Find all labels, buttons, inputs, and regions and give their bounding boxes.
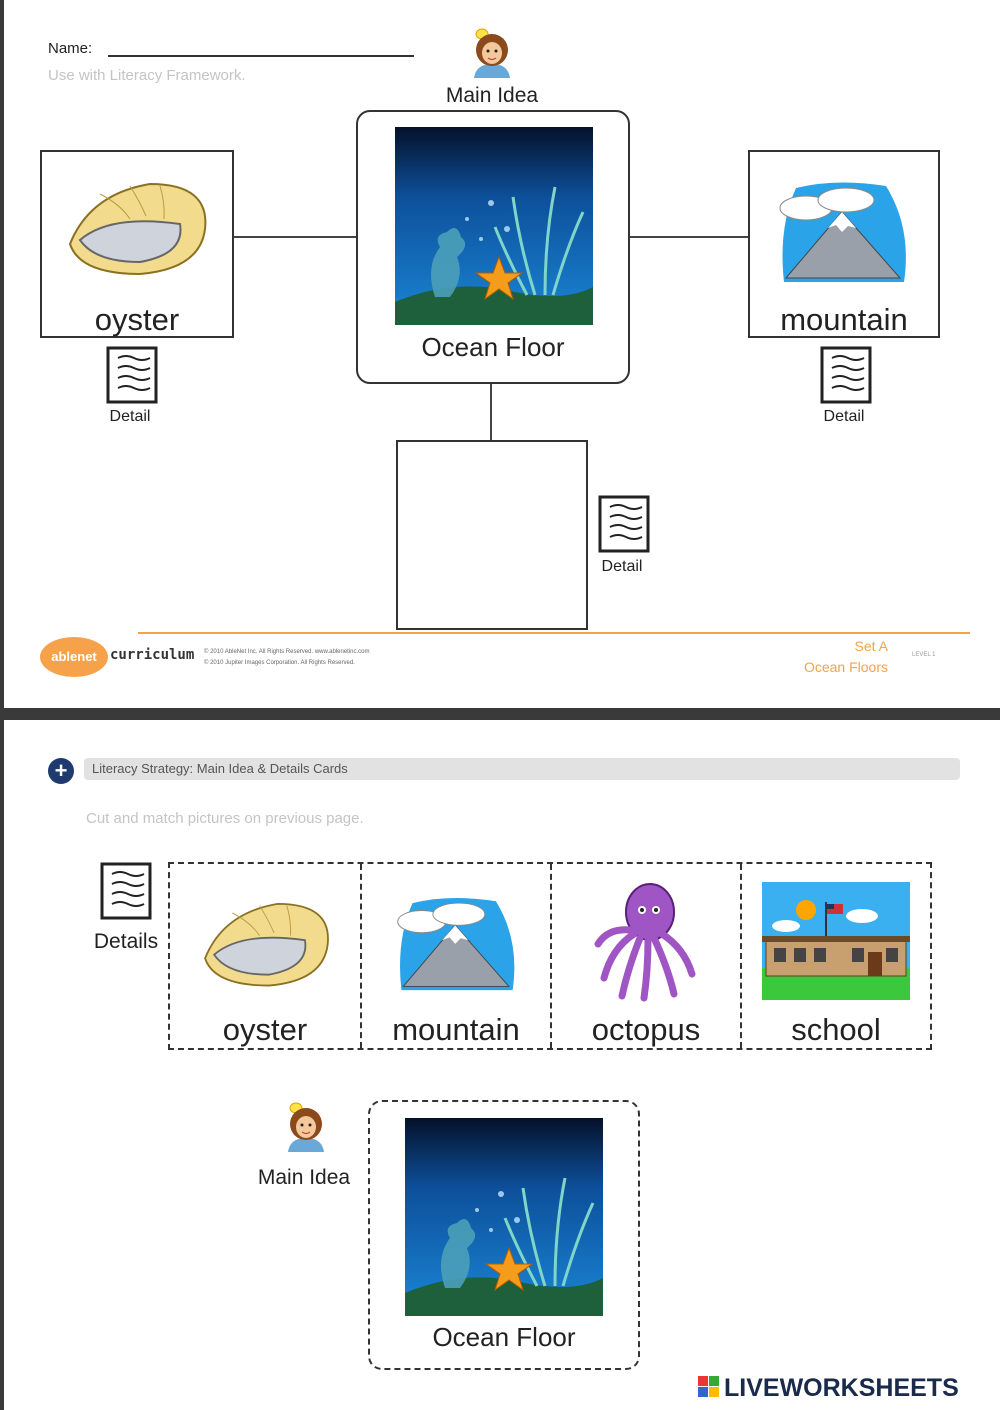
- main-idea-label-2: Main Idea: [257, 1166, 351, 1189]
- plus-circle-icon: +: [48, 758, 74, 784]
- liveworksheets-logo-icon: [698, 1376, 720, 1398]
- cutout-card-mountain[interactable]: mountain: [362, 864, 550, 1048]
- cutout-card-school[interactable]: school: [742, 864, 930, 1048]
- detail-label-bottom: Detail: [601, 558, 643, 575]
- oyster-picture: [196, 892, 334, 992]
- cutout-card-oyster[interactable]: oyster: [170, 864, 360, 1048]
- main-idea-girl-icon: [466, 26, 518, 86]
- cutout-label-mountain: mountain: [392, 1012, 520, 1047]
- subtitle: Use with Literacy Framework.: [48, 67, 246, 84]
- section-title: Literacy Strategy: Main Idea & Details C…: [92, 761, 348, 776]
- ocean-floor-picture: [404, 1118, 604, 1316]
- details-label: Details: [93, 930, 159, 953]
- school-picture: [762, 882, 910, 1000]
- set-label: Set A: [854, 638, 888, 654]
- cutout-main-idea-card[interactable]: Ocean Floor: [368, 1100, 640, 1370]
- level-label: LEVEL 1: [912, 652, 936, 658]
- cut-line: [360, 864, 362, 1048]
- main-idea-label: Main Idea: [445, 84, 539, 107]
- cut-line: [550, 864, 552, 1048]
- ablenet-logo: ablenet: [40, 637, 108, 677]
- octopus-picture: [592, 878, 702, 1004]
- copyright-line-2: © 2010 Jupiter Images Corporation. All R…: [204, 660, 355, 666]
- cutout-label-octopus: octopus: [591, 1012, 701, 1047]
- main-idea-card[interactable]: Ocean Floor: [356, 110, 630, 384]
- detail-card-bottom-blank[interactable]: [396, 440, 588, 630]
- mountain-picture: [776, 178, 912, 282]
- detail-card-left[interactable]: oyster: [40, 150, 234, 338]
- ocean-floor-picture: [395, 127, 593, 325]
- cutout-label-oyster: oyster: [222, 1012, 308, 1047]
- topic-label: Ocean Floors: [803, 659, 888, 675]
- oyster-picture: [60, 174, 212, 278]
- detail-label-left: Detail: [109, 408, 151, 425]
- connector-right: [628, 236, 750, 238]
- cutout-strip: oyster mountain: [168, 862, 932, 1050]
- detail-card-right[interactable]: mountain: [748, 150, 940, 338]
- cutout-card-octopus[interactable]: octopus: [552, 864, 740, 1048]
- worksheet-page-2: + Literacy Strategy: Main Idea & Details…: [4, 720, 1000, 1410]
- detail-list-icon: [106, 346, 158, 404]
- instruction-text: Cut and match pictures on previous page.: [86, 810, 364, 827]
- copyright-line-1: © 2010 AbleNet Inc. All Rights Reserved.…: [204, 649, 370, 655]
- worksheet-page-1: Name: Use with Literacy Framework. Main …: [4, 0, 1000, 708]
- cut-line: [740, 864, 742, 1048]
- main-idea-girl-icon: [280, 1100, 332, 1160]
- section-title-bar: Literacy Strategy: Main Idea & Details C…: [84, 758, 960, 780]
- name-label: Name:: [48, 40, 93, 57]
- mountain-picture: [394, 890, 520, 994]
- cutout-main-card-label: Ocean Floor: [432, 1322, 576, 1352]
- detail-label-right: Detail: [823, 408, 865, 425]
- main-idea-card-label: Ocean Floor: [421, 332, 565, 362]
- left-card-label: oyster: [94, 302, 180, 337]
- name-input-line[interactable]: [108, 55, 414, 57]
- watermark-text: LIVEWORKSHEETS: [724, 1374, 959, 1402]
- cutout-label-school: school: [791, 1012, 881, 1047]
- footer-rule: [138, 632, 970, 634]
- right-card-label: mountain: [780, 302, 908, 337]
- curriculum-logo-text: curriculum: [110, 647, 195, 663]
- connector-left: [232, 236, 356, 238]
- detail-list-icon: [598, 495, 650, 553]
- connector-bottom: [490, 382, 492, 440]
- detail-list-icon: [100, 862, 152, 920]
- detail-list-icon: [820, 346, 872, 404]
